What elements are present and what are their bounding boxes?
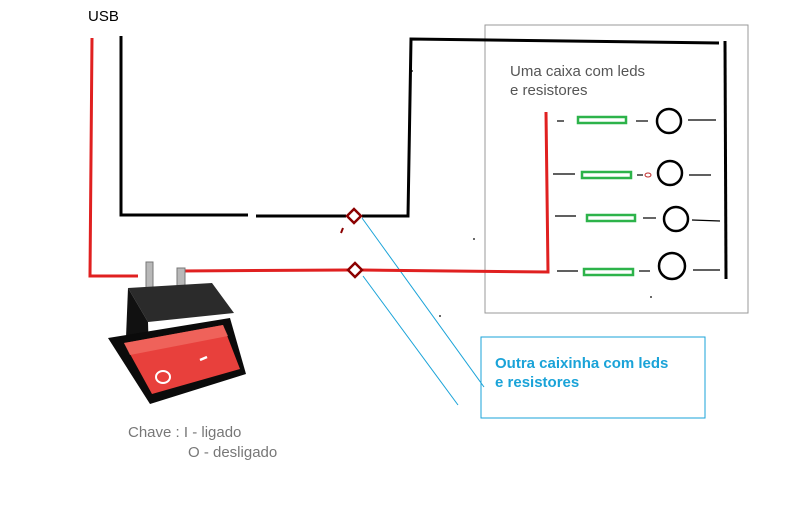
led-row-2-junction xyxy=(644,172,652,178)
resistor-3 xyxy=(585,213,637,223)
resistor-4 xyxy=(582,267,635,277)
switch-to-box-positive-wire xyxy=(178,268,349,273)
callout-label: Outra caixinha com leds e resistores xyxy=(495,354,668,392)
callout-label-line-1: Outra caixinha com leds xyxy=(495,355,669,372)
led-box-outline xyxy=(484,24,749,314)
connector-stub xyxy=(340,227,344,234)
callout-box-outline xyxy=(480,336,706,419)
switch-body-top xyxy=(128,283,234,322)
negative-branch-connector xyxy=(345,207,363,225)
callout-pointer-line-2 xyxy=(362,275,459,406)
switch-legend: Chave : I - ligado O - desligado xyxy=(128,423,277,463)
led-2 xyxy=(656,159,684,187)
positive-wire-to-box xyxy=(361,111,550,274)
switch-on-mark xyxy=(199,355,208,362)
callout-pointer-line-1 xyxy=(361,217,485,388)
led-3 xyxy=(662,205,690,233)
usb-positive-wire xyxy=(88,37,138,278)
usb-negative-wire xyxy=(119,36,248,217)
switch-legend-line-2: O - desligado xyxy=(188,444,278,461)
negative-wire-to-box xyxy=(362,37,720,218)
callout-label-line-2: e resistores xyxy=(495,374,580,391)
switch-legend-line-1: Chave : I - ligado xyxy=(128,424,242,441)
stray-dot-2 xyxy=(439,315,441,317)
led-row-3-lead-right xyxy=(691,219,721,222)
led-box-label: Uma caixa com leds e resistores xyxy=(510,62,645,100)
switch-off-mark xyxy=(155,370,171,384)
positive-branch-connector xyxy=(346,261,364,279)
led-box-label-line-1: Uma caixa com leds xyxy=(510,63,646,80)
led-box-negative-rail xyxy=(723,40,728,280)
stray-dot-1 xyxy=(473,238,475,240)
stray-dot-4 xyxy=(411,70,413,72)
stray-dot-3 xyxy=(650,296,652,298)
usb-label: USB xyxy=(88,8,119,25)
resistor-1 xyxy=(576,115,628,125)
rocker-switch xyxy=(108,261,246,404)
led-box-label-line-2: e resistores xyxy=(510,82,588,99)
led-1 xyxy=(655,107,683,135)
resistor-2 xyxy=(580,170,633,180)
switch-rocker-highlight xyxy=(124,325,228,355)
led-4 xyxy=(657,251,687,281)
